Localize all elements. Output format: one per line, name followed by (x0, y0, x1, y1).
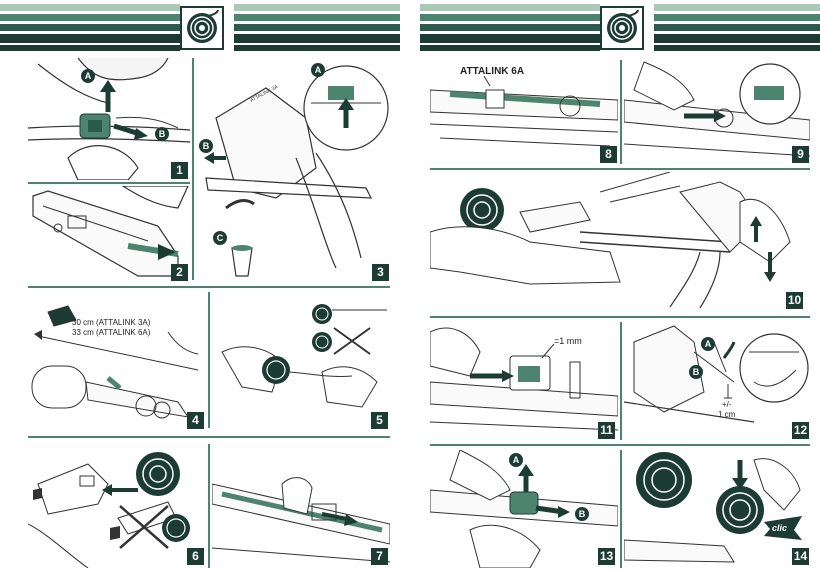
stripe (0, 34, 180, 43)
step-2-panel: 2 (28, 186, 190, 282)
tape-roll-icon (180, 6, 224, 50)
step-2-illustration (32, 186, 189, 277)
length-note-6a: 33 cm (ATTALINK 6A) (72, 328, 151, 337)
gap-pm-note: +/- (722, 400, 732, 409)
svg-text:C: C (217, 233, 224, 243)
gap-1cm-note: 1 cm (718, 410, 736, 419)
step-number: 2 (171, 264, 188, 281)
step-10-panel: 10 (430, 172, 810, 312)
step-number: 13 (598, 548, 615, 565)
step-4-illustration (31, 305, 199, 419)
stripe (420, 4, 600, 11)
svg-text:B: B (203, 141, 210, 151)
stripe (234, 24, 400, 31)
left-page: A B 1 2 (0, 0, 400, 570)
step-6-panel: 6 (28, 444, 206, 568)
stripe (0, 24, 180, 31)
stripe (420, 14, 600, 21)
step-number: 5 (371, 412, 388, 429)
stripe (234, 45, 400, 51)
stripe (654, 14, 820, 21)
step-number: 9 (792, 146, 809, 163)
tape-roll-icon (600, 6, 644, 50)
step-number: 6 (187, 548, 204, 565)
step-12-panel: A B +/- 1 cm 12 (624, 322, 810, 440)
separator (28, 182, 190, 184)
separator (28, 286, 390, 288)
step-11-panel: =1 mm 11 (430, 322, 618, 440)
svg-text:A: A (315, 65, 322, 75)
step-3-panel: A ATTALINK 3A B C 3 (196, 58, 390, 282)
stripe (234, 34, 400, 43)
step-number: 1 (171, 162, 188, 179)
step-9-illustration (624, 61, 810, 157)
separator (620, 322, 622, 440)
step-7-illustration (212, 477, 390, 563)
step-number: 8 (600, 146, 617, 163)
svg-text:A: A (85, 71, 92, 81)
step-number: 14 (792, 548, 809, 565)
separator (208, 444, 210, 568)
stripe (0, 4, 180, 11)
separator (208, 292, 210, 428)
stripe (420, 24, 600, 31)
step-1-panel: A B 1 (28, 58, 190, 180)
step-8-illustration (430, 75, 618, 147)
step-number: 3 (372, 264, 389, 281)
separator (430, 444, 810, 446)
separator (620, 450, 622, 568)
step-4-panel: 30 cm (ATTALINK 3A) 33 cm (ATTALINK 6A) … (28, 292, 206, 430)
stripe (234, 4, 400, 11)
step-5-illustration (221, 304, 387, 408)
svg-text:B: B (693, 367, 700, 377)
step-number: 7 (371, 548, 388, 565)
separator (430, 168, 810, 170)
separator (620, 60, 622, 164)
step-14-panel: clic 14 (624, 450, 810, 568)
svg-text:B: B (159, 129, 166, 139)
separator (28, 436, 390, 438)
step-1-illustration: A B (28, 58, 190, 180)
model-label: ATTALINK 6A (460, 66, 525, 77)
step-5-panel: 5 (212, 292, 390, 430)
stripe (234, 14, 400, 21)
step-6-illustration (28, 452, 190, 568)
svg-text:A: A (705, 339, 712, 349)
step-11-illustration (430, 327, 618, 431)
stripe (654, 34, 820, 43)
step-14-illustration (624, 452, 802, 563)
step-3-illustration: A ATTALINK 3A B C (199, 63, 389, 277)
step-9-panel: 9 (624, 60, 810, 164)
step-13-illustration: A B (430, 450, 618, 568)
clic-label: clic (772, 523, 788, 533)
stripe (420, 45, 600, 51)
separator (430, 316, 810, 318)
step-8-panel: ATTALINK 6A 8 (430, 60, 618, 164)
step-7-panel: 7 (212, 444, 390, 568)
stripe (654, 24, 820, 31)
stripe (420, 34, 600, 43)
gap-note: =1 mm (554, 336, 582, 346)
separator (192, 58, 194, 280)
step-10-illustration (430, 172, 791, 309)
length-note-3a: 30 cm (ATTALINK 3A) (72, 318, 151, 327)
svg-text:A: A (513, 455, 520, 465)
step-12-illustration: A B (624, 325, 809, 423)
step-13-panel: A B 13 (430, 450, 618, 568)
step-number: 4 (187, 412, 204, 429)
step-number: 10 (786, 292, 803, 309)
stripe (0, 14, 180, 21)
svg-text:B: B (579, 509, 586, 519)
stripe (654, 4, 820, 11)
right-page: ATTALINK 6A 8 9 (420, 0, 820, 570)
step-number: 12 (792, 422, 809, 439)
step-number: 11 (598, 422, 615, 439)
stripe (0, 45, 180, 51)
stripe (654, 45, 820, 51)
